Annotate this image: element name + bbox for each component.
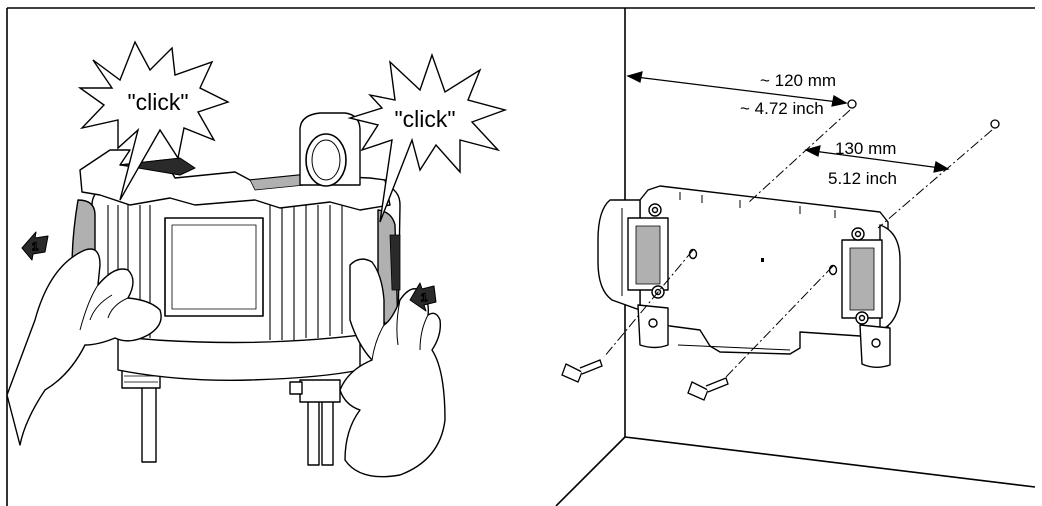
dim-130mm-imperial: 5.12 inch bbox=[828, 169, 897, 188]
click-label-right: "click" bbox=[394, 106, 455, 132]
wall-drill-holes bbox=[847, 99, 1000, 129]
wall-bracket bbox=[597, 185, 901, 368]
device-lower-body bbox=[117, 329, 361, 381]
bracket-right-wing bbox=[879, 224, 901, 331]
wall-floor-line bbox=[624, 436, 1036, 488]
push-arrow-right-icon bbox=[409, 282, 437, 312]
dim-arrow-130mm bbox=[805, 149, 949, 170]
step-number-left: 1 bbox=[32, 241, 38, 253]
dimension-lines bbox=[626, 71, 950, 173]
wall-corner-diagonal bbox=[555, 436, 626, 506]
drill-hole-upper-left bbox=[847, 99, 857, 109]
left-hand bbox=[6, 248, 162, 446]
device-illustration: 1 1 bbox=[6, 112, 446, 478]
push-arrow-left-icon bbox=[21, 231, 49, 261]
click-callout-left: "click" bbox=[77, 40, 230, 201]
alignment-lines bbox=[603, 109, 993, 379]
mounting-screw-left bbox=[561, 359, 603, 383]
dim-120mm-imperial: ~ 4.72 inch bbox=[740, 99, 824, 118]
device-display-window bbox=[164, 217, 264, 317]
dim-130mm-metric: 130 mm bbox=[835, 139, 896, 158]
right-hand bbox=[339, 258, 446, 478]
dim-120mm-metric: ~ 120 mm bbox=[760, 71, 836, 90]
mounting-screw-right bbox=[687, 377, 729, 401]
drill-hole-upper-right bbox=[990, 119, 1000, 129]
step-number-right: 1 bbox=[421, 292, 427, 304]
click-callout-right: "click" bbox=[347, 52, 508, 223]
click-label-left: "click" bbox=[127, 89, 188, 115]
dim-arrow-120mm bbox=[627, 75, 847, 104]
